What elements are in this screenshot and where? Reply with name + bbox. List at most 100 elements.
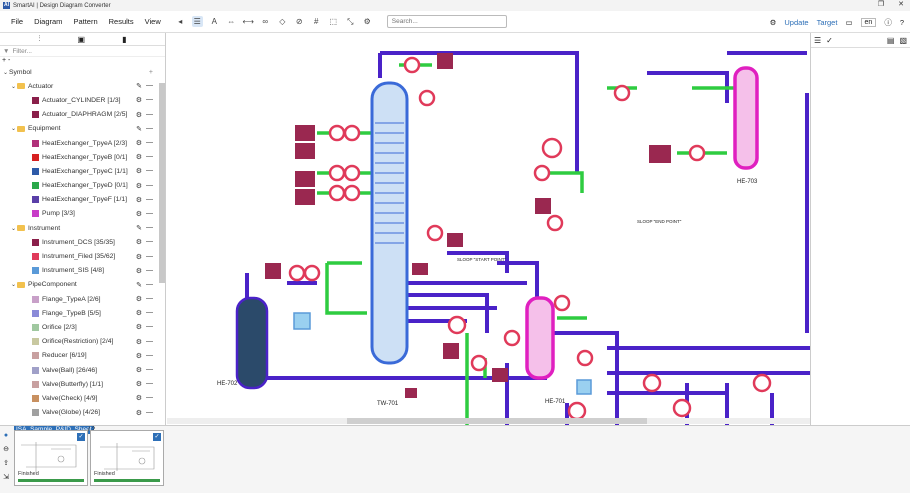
gear-icon[interactable]: ⚙ [135,338,142,346]
collapse-icon[interactable]: — [146,337,153,345]
tree-item[interactable]: Actuator_CYLINDER [1/3]⚙— [0,93,165,107]
tree-item[interactable]: HeatExchanger_TpyeB [0/1]⚙— [0,150,165,164]
tree-item[interactable]: HeatExchanger_TpyeA [2/3]⚙— [0,136,165,150]
collapse-icon[interactable]: — [146,124,153,132]
tree-item[interactable]: HeatExchanger_TpyeC [1/1]⚙— [0,164,165,178]
canvas-scrollbar[interactable] [167,418,810,424]
collapse-icon[interactable]: — [146,96,153,104]
collapse-icon[interactable]: — [146,323,153,331]
sheet-thumb-2[interactable]: ✓ Finished [90,430,164,486]
check-icon[interactable]: ✓ [153,433,161,441]
collapse-icon[interactable]: — [146,238,153,246]
shrink-icon[interactable]: ⤡ [347,16,354,26]
tree-group[interactable]: ⌄PipeComponent✎— [10,280,153,289]
edit-icon[interactable]: ✎ [136,83,142,91]
panel-scrollbar[interactable] [159,83,165,283]
menu-view[interactable]: View [144,17,161,26]
gear-icon[interactable]: ⚙ [135,352,142,360]
image-icon[interactable]: ▧ [899,35,907,45]
gear-icon[interactable]: ⚙ [135,395,142,403]
collapse-icon[interactable]: — [146,82,153,90]
help-icon[interactable]: ? [899,17,904,27]
collapse-icon[interactable]: — [146,167,153,175]
settings-icon[interactable]: ⚙ [363,17,371,26]
diagram-canvas[interactable]: TW-701 HE-702 HE-701 HE-703 SLOOP "START… [167,33,810,425]
gear-icon[interactable]: ⚙ [135,196,142,204]
gear-icon[interactable]: ⚙ [135,239,142,247]
collapse-icon[interactable]: — [146,408,153,416]
collapse-icon[interactable]: — [146,366,153,374]
list-icon[interactable]: ☰ [814,35,822,45]
no-entry-icon[interactable]: ⊘ [295,17,303,26]
gear-icon[interactable]: ⚙ [135,111,142,119]
tree-item[interactable]: HeatExchanger_TpyeF [1/1]⚙— [0,193,165,207]
gear-icon[interactable]: ⚙ [769,17,777,27]
collapse-icon[interactable]: — [146,139,153,147]
pointer-icon[interactable]: ◂ [178,17,183,26]
gear-icon[interactable]: ⚙ [135,210,142,218]
menu-diagram[interactable]: Diagram [34,17,63,26]
gear-icon[interactable]: ⚙ [135,310,142,318]
sheet-thumb-1[interactable]: ✓ Finished [14,430,88,486]
collapse-icon[interactable]: — [146,153,153,161]
tree-item[interactable]: Instrument_DCS [35/35]⚙— [0,235,165,249]
gear-icon[interactable]: ⚙ [135,253,142,261]
tree-item[interactable]: Pump [3/3]⚙— [0,207,165,221]
archive-icon[interactable]: ▣ [77,34,86,44]
gear-icon[interactable]: ⚙ [135,324,142,332]
gear-icon[interactable]: ⚙ [135,140,142,148]
tree-group[interactable]: ⌄Actuator✎— [10,82,153,91]
gear-icon[interactable]: ⚙ [135,182,142,190]
panel-icon[interactable]: ▤ [886,35,895,45]
line-icon[interactable]: ⟷ [242,17,254,26]
gear-icon[interactable]: ⚙ [135,296,142,304]
menu-file[interactable]: File [11,17,24,26]
target-link[interactable]: Target [816,17,838,27]
close-icon[interactable]: ✕ [898,1,904,8]
collapse-icon[interactable]: — [146,252,153,260]
info-icon[interactable]: ⓘ [884,17,892,27]
collapse-icon[interactable]: — [146,266,153,274]
comment-icon[interactable]: ▭ [845,17,853,27]
layers-icon[interactable]: ☰ [191,16,203,27]
text-icon[interactable]: A [211,17,217,26]
tree-item[interactable]: Valve(Check) [4/9]⚙— [0,391,165,405]
upload-icon[interactable]: ⇪ [3,460,9,467]
collapse-icon[interactable]: — [146,280,153,288]
add-icon[interactable]: + [148,68,153,76]
edit-icon[interactable]: ✎ [136,225,142,233]
edit-icon[interactable]: ✎ [136,281,142,289]
tree-item[interactable]: Instrument_Filed [35/62]⚙— [0,249,165,263]
sliders-icon[interactable]: ⫶ [38,34,41,43]
language-select[interactable]: en [860,17,877,27]
remove-icon[interactable]: ⊖ [3,446,9,453]
link-icon[interactable]: ∞ [262,17,269,26]
filter-input[interactable]: ▼ Filter... [0,46,165,57]
gear-icon[interactable]: ⚙ [135,367,142,375]
tree-item[interactable]: Valve(Ball) [26/46]⚙— [0,363,165,377]
tree-group[interactable]: ⌄Equipment✎— [10,124,153,133]
gear-icon[interactable]: ⚙ [135,154,142,162]
update-link[interactable]: Update [784,17,809,27]
tree-item[interactable]: Valve(Butterfly) [1/1]⚙— [0,377,165,391]
check-icon[interactable]: ✓ [826,35,833,45]
collapse-icon[interactable]: — [146,209,153,217]
tree-item[interactable]: Orifice(Restriction) [2/4]⚙— [0,335,165,349]
collapse-icon[interactable]: — [146,295,153,303]
menu-results[interactable]: Results [108,17,134,26]
tree-item[interactable]: Reducer [6/19]⚙— [0,349,165,363]
tree-group[interactable]: ⌄Instrument✎— [10,224,153,233]
menu-pattern[interactable]: Pattern [73,17,98,26]
gear-icon[interactable]: ⚙ [135,267,142,275]
tree-item[interactable]: Orifice [2/3]⚙— [0,320,165,334]
tree-item[interactable]: Valve(Globe) [4/26]⚙— [0,406,165,420]
trash-icon[interactable]: ▮ [122,34,127,44]
check-icon[interactable]: ✓ [77,433,85,441]
gear-icon[interactable]: ⚙ [135,168,142,176]
gear-icon[interactable]: ⚙ [135,409,142,417]
collapse-icon[interactable]: — [146,110,153,118]
check-circle-icon[interactable]: ● [3,432,9,439]
tree-root[interactable]: ⌄ Symbol + [2,68,153,76]
expand-collapse[interactable]: + - [2,57,11,64]
tree-item[interactable]: HeatExchanger_TpyeD [0/1]⚙— [0,179,165,193]
